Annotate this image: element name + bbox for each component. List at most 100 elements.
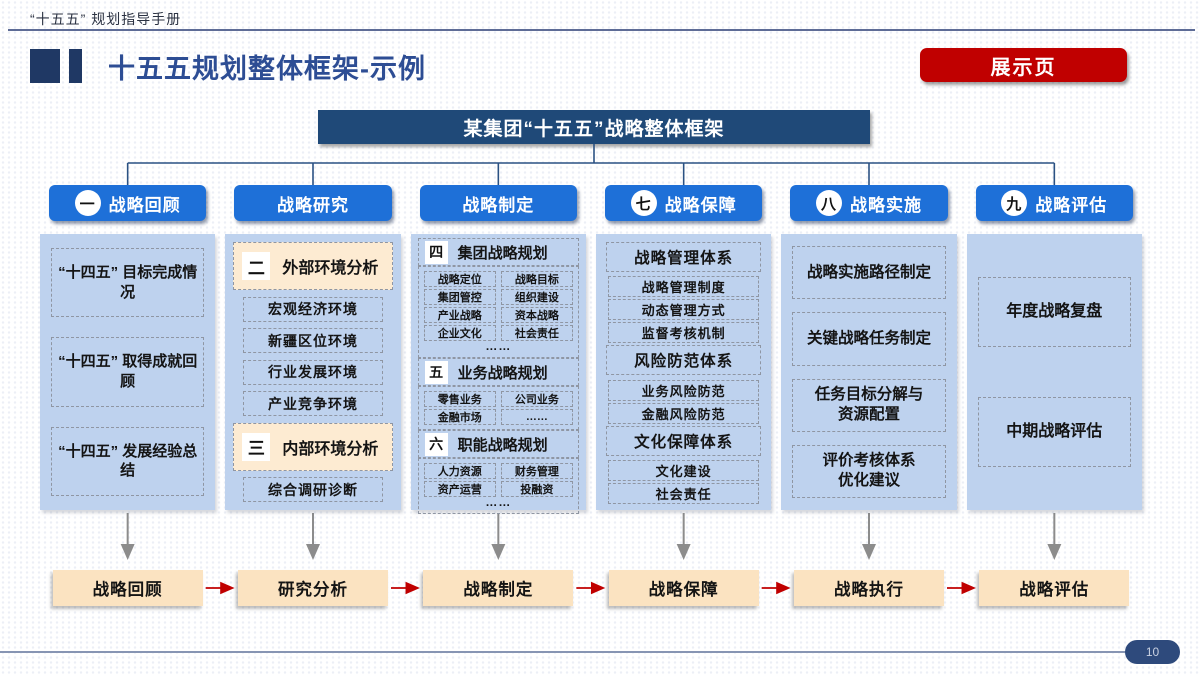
item-grid: 战略定位战略目标集团管控组织建设产业战略资本战略企业文化社会责任…… (417, 266, 579, 358)
sub-item: 动态管理方式 (607, 299, 760, 321)
sub-item: 文化建设 (607, 459, 760, 481)
branch-column: 战略研究二外部环境分析宏观经济环境新疆区位环境行业发展环境产业竞争环境三内部环境… (225, 185, 401, 510)
flow-cell: 战略评估 (967, 570, 1142, 606)
sub-item: 综合调研诊断 (243, 477, 383, 502)
item-grid: 零售业务公司业务金融市场…… (417, 386, 579, 430)
grid-row: 企业文化社会责任 (423, 325, 573, 341)
grid-cell: 投融资 (500, 481, 573, 497)
branch-button: 七战略保障 (604, 185, 763, 221)
number-badge: 九 (1001, 190, 1028, 216)
grid-cell: 财务管理 (500, 463, 573, 479)
footer-line (0, 651, 1138, 653)
grid-cell: 集团管控 (423, 289, 496, 305)
grid-cell: 战略目标 (500, 271, 573, 287)
content-box: 战略实施路径制定 (792, 246, 946, 300)
sub-item: 社会责任 (607, 482, 760, 504)
content-box: “十四五” 目标完成情 况 (51, 248, 205, 318)
sub-item: 战略管理制度 (607, 276, 760, 298)
branch-column: 七战略保障战略管理体系战略管理制度动态管理方式监督考核机制风险防范体系业务风险防… (595, 185, 772, 510)
section-header: 四集团战略规划 (417, 238, 579, 266)
branch-button: 战略研究 (234, 185, 392, 221)
grid-cell: 资本战略 (500, 307, 573, 323)
content-box: 评价考核体系 优化建议 (792, 444, 946, 498)
flow-cell: 战略保障 (596, 570, 771, 606)
page-number-pill: 10 (1125, 640, 1180, 664)
branch-button-label: 战略回顾 (108, 195, 181, 215)
header-rule (8, 29, 1195, 31)
number-badge: 八 (815, 190, 842, 216)
grid-row: 金融市场…… (423, 409, 573, 425)
branch-button: 一战略回顾 (49, 185, 207, 221)
branch-panel: “十四五” 目标完成情 况 “十四五” 取得成就回 顾 “十四五” 发展经验总结 (40, 234, 216, 510)
section-header: 战略管理体系 (605, 242, 762, 272)
content-box: 任务目标分解与 资源配置 (792, 378, 946, 432)
sub-item: 业务风险防范 (607, 379, 760, 401)
branch-panel: 战略实施路径制定关键战略任务制定任务目标分解与 资源配置评价考核体系 优化建议 (781, 234, 957, 510)
grid-cell: 企业文化 (423, 325, 496, 341)
number-square: 五 (424, 360, 448, 384)
section-header-label: 集团战略规划 (457, 244, 548, 262)
content-box: “十四五” 取得成就回 顾 (51, 337, 205, 407)
title-marker-small (69, 49, 82, 83)
root-title-box: 某集团“十五五”战略整体框架 (318, 110, 870, 144)
branch-column: 一战略回顾 “十四五” 目标完成情 况 “十四五” 取得成就回 顾 “十四五” 发展经… (40, 185, 216, 510)
branch-panel: 年度战略复盘中期战略评估 (966, 234, 1142, 510)
flow-step: 战略执行 (793, 570, 944, 606)
grid-cell: 组织建设 (500, 289, 573, 305)
flow-cell: 研究分析 (225, 570, 400, 606)
section-header: 二外部环境分析 (233, 242, 393, 290)
grid-row: 资产运营投融资 (423, 481, 573, 497)
flow-step: 战略制定 (423, 570, 574, 606)
branch-panel: 战略管理体系战略管理制度动态管理方式监督考核机制风险防范体系业务风险防范金融风险… (595, 234, 772, 510)
title-row: 十五五规划整体框架-示例 (30, 48, 426, 84)
section-header: 六职能战略规划 (417, 430, 579, 458)
page-title: 十五五规划整体框架-示例 (108, 53, 426, 84)
number-badge: 七 (630, 190, 657, 216)
content-box: 关键战略任务制定 (792, 312, 946, 366)
sub-item: 监督考核机制 (607, 322, 760, 344)
section-header: 五业务战略规划 (417, 358, 579, 386)
branch-button: 战略制定 (419, 185, 577, 221)
number-square: 六 (424, 432, 448, 456)
flow-step: 战略回顾 (52, 570, 203, 606)
grid-cell: 公司业务 (500, 391, 573, 407)
item-grid: 人力资源财务管理资产运营投融资…… (417, 458, 579, 514)
ellipsis-row: …… (485, 339, 512, 353)
flow-cell: 战略回顾 (40, 570, 215, 606)
branch-button-label: 战略研究 (276, 195, 349, 215)
process-flow: 战略回顾研究分析战略制定战略保障战略执行战略评估 (40, 570, 1142, 606)
branch-button-label: 战略评估 (1035, 195, 1108, 215)
grid-cell: 战略定位 (423, 271, 496, 287)
section-header-label: 外部环境分析 (282, 260, 379, 277)
branch-button-label: 战略制定 (462, 195, 535, 215)
grid-cell: 人力资源 (423, 463, 496, 479)
content-box: 中期战略评估 (977, 397, 1131, 467)
sub-item: 行业发展环境 (243, 359, 383, 385)
number-square: 四 (424, 240, 448, 264)
number-badge: 一 (74, 190, 101, 216)
grid-cell: 社会责任 (500, 325, 573, 341)
section-header: 文化保障体系 (605, 425, 762, 456)
branch-button-label: 战略保障 (664, 195, 737, 215)
section-header-label: 职能战略规划 (457, 436, 548, 454)
branch-panel: 四集团战略规划战略定位战略目标集团管控组织建设产业战略资本战略企业文化社会责任…… (410, 234, 586, 514)
section-header-label: 内部环境分析 (282, 440, 379, 458)
grid-row: 零售业务公司业务 (423, 391, 573, 407)
branch-button-label: 战略实施 (849, 195, 922, 215)
grid-row: 人力资源财务管理 (423, 463, 573, 479)
sub-item: 产业竞争环境 (243, 391, 383, 416)
branch-button: 九战略评估 (975, 185, 1133, 221)
number-square: 三 (242, 432, 271, 461)
grid-row: 战略定位战略目标 (423, 271, 573, 287)
section-header-label: 业务战略规划 (457, 364, 548, 382)
grid-cell: 零售业务 (423, 391, 496, 407)
sub-item: 金融风险防范 (607, 402, 760, 424)
grid-cell: 金融市场 (423, 409, 496, 425)
sub-item: 宏观经济环境 (243, 296, 383, 322)
content-box: “十四五” 发展经验总结 (51, 426, 205, 496)
flow-step: 战略保障 (608, 570, 759, 606)
doc-label: “十五五” 规划指导手册 (30, 11, 182, 27)
number-square: 二 (242, 252, 271, 280)
branch-panel: 二外部环境分析宏观经济环境新疆区位环境行业发展环境产业竞争环境三内部环境分析综合… (225, 234, 401, 510)
flow-step: 研究分析 (237, 570, 388, 606)
